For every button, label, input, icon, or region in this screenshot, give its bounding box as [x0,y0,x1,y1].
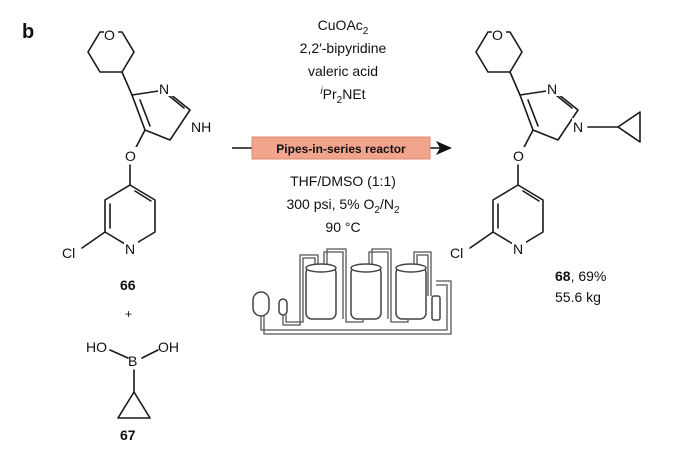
compound-66-structure: O N NH O N Cl [62,26,218,261]
reagent-bipyridine: 2,2′-bipyridine [300,40,387,56]
reagent-cuoac: CuOAc2 [318,17,369,37]
panel-label: b [22,21,34,43]
atom-label-n: N [513,241,523,257]
arrowhead-icon [436,141,452,155]
atom-label-n: N [159,81,169,97]
atom-label-n: N [125,241,135,257]
reactor-vessel-icon [305,266,337,320]
atom-label-cl: Cl [62,245,75,261]
compound-68-structure: O N N O N Cl [450,26,641,261]
atom-label-ho: HO [86,339,107,355]
atom-label-o: O [492,27,503,43]
atom-label-o: O [125,148,136,164]
feed-vessel-icon [252,291,270,317]
atom-label-o: O [104,27,115,43]
atom-label-nh: NH [191,119,211,135]
condition-solvent: THF/DMSO (1:1) [290,173,396,189]
reactor-label-bar [251,136,431,160]
compound-67-label: 67 [120,427,136,443]
reagent-hunig-base: iPr2NEt [320,86,365,106]
compound-67-structure: HO B OH [86,339,179,419]
atom-label-n: N [573,119,583,135]
feed-vessel-icon [278,298,288,316]
atom-label-cl: Cl [450,245,463,261]
reactor-vessel-icon [395,266,427,320]
reactor-vessel-icon [350,266,382,320]
compound-66-label: 66 [120,277,136,293]
condition-temperature: 90 °C [325,219,360,235]
pipes-in-series-reactor-drawing [252,248,452,335]
atom-label-o: O [513,148,524,164]
plus-sign: + [125,307,132,321]
reagent-valeric-acid: valeric acid [308,63,378,79]
compound-68-mass: 55.6 kg [555,289,601,305]
compound-68-label: 68, 69% [555,268,606,284]
atom-label-b: B [128,353,137,369]
condition-pressure: 300 psi, 5% O2/N2 [286,196,400,216]
collection-vial-icon [431,295,441,321]
reactor-label: Pipes-in-series reactor [276,142,406,156]
atom-label-n: N [547,81,557,97]
atom-label-oh: OH [158,339,179,355]
